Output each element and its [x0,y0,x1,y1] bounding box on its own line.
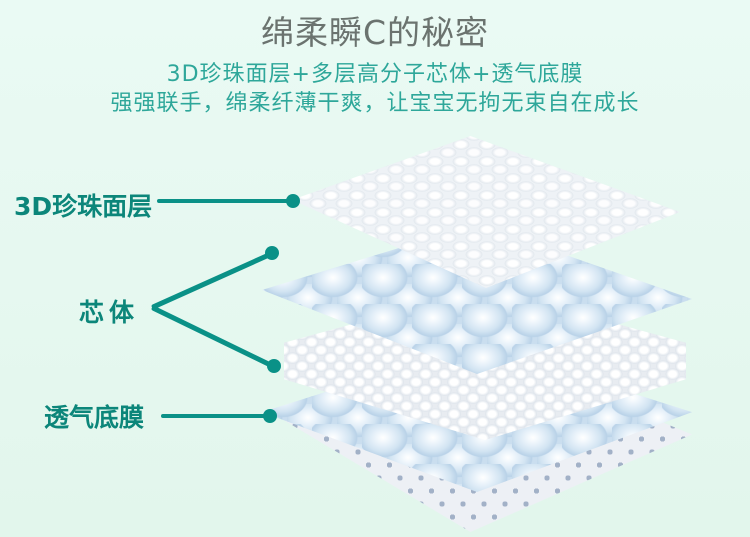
callout-line-core-upper [150,251,274,310]
subtitle-line-1: 3D珍珠面层+多层高分子芯体+透气底膜 [166,62,584,87]
subtitle-line-2: 强强联手，绵柔纤薄干爽，让宝宝无拘无束自在成长 [110,91,640,116]
callout-dot-bottom-film [263,409,277,423]
callout-line-core-lower [150,305,276,370]
callout-label-core: 芯体 [79,298,140,327]
callout-line-pearl-surface [157,199,293,203]
callout-dot-core-lower [267,359,281,373]
callout-line-bottom-film [161,414,270,418]
callout-label-pearl-surface: 3D珍珠面层 [14,192,153,221]
callout-dot-core-upper [265,246,279,260]
page-title: 绵柔瞬C的秘密 [260,13,490,52]
callout-label-bottom-film: 透气底膜 [44,403,145,432]
callout-dot-pearl-surface [286,194,300,208]
